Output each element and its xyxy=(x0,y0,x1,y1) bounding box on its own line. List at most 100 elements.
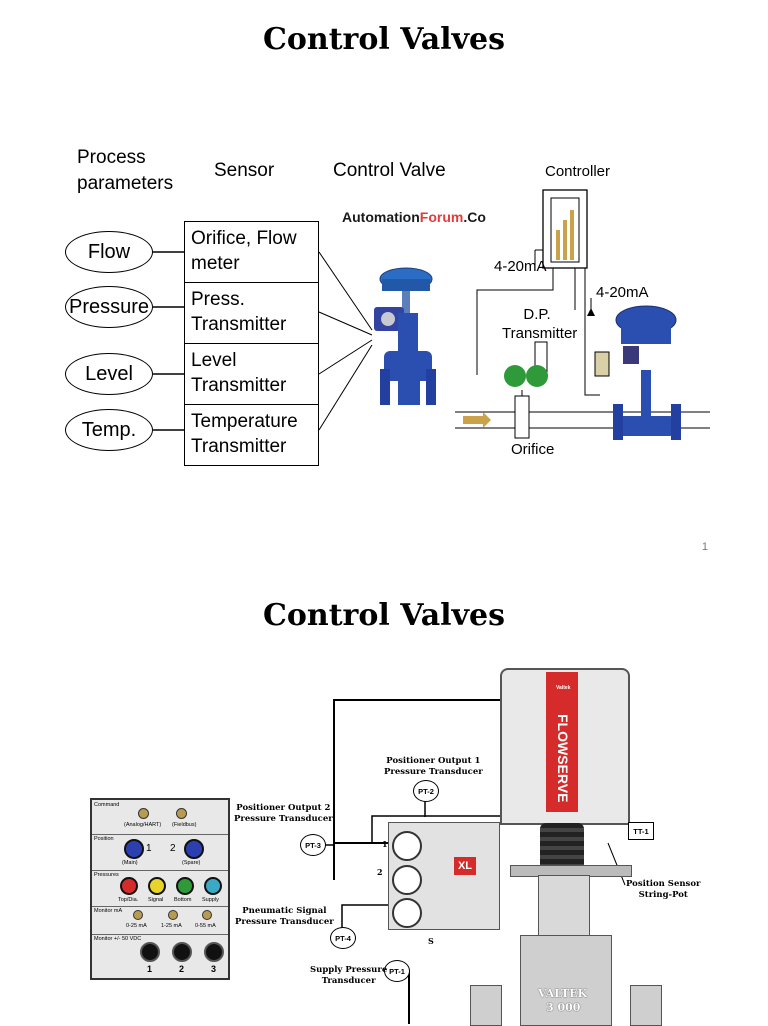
jack-icon xyxy=(168,910,178,920)
flowserve-band xyxy=(546,672,578,812)
row-label: Command xyxy=(94,802,120,808)
flange-right xyxy=(630,985,662,1026)
panel-row-position: Position 1 2 (Main) (Spare) xyxy=(92,834,228,871)
caption-pt4: Pneumatic Signal Pressure Transducer xyxy=(235,906,334,928)
jack-number: 2 xyxy=(179,964,185,974)
row-label: Pressures xyxy=(94,872,119,878)
bellows xyxy=(540,823,584,873)
jack-icon xyxy=(133,910,143,920)
label-signal-left: 4-20mA xyxy=(494,258,547,275)
caption-line: Position Sensor xyxy=(626,879,701,889)
control-valve-image xyxy=(374,267,436,405)
header-control-valve: Control Valve xyxy=(333,160,446,181)
option-label: Supply xyxy=(202,897,219,903)
valve-size-label: 3 000 xyxy=(546,1001,581,1014)
header-process-parameters: Process parameters xyxy=(77,145,173,197)
caption-pt2: Positioner Output 1 Pressure Transducer xyxy=(384,756,483,778)
caption-pt1: Supply Pressure Transducer xyxy=(310,965,387,987)
sensor-line: meter xyxy=(191,253,240,274)
jack-icon xyxy=(138,808,149,819)
page-number: 1 xyxy=(701,541,708,553)
jack-icon xyxy=(204,942,224,962)
option-label: 0-55 mA xyxy=(195,923,216,929)
control-loop-diagram xyxy=(455,189,710,440)
param-flow: Flow xyxy=(65,231,153,273)
jack-icon xyxy=(176,808,187,819)
connector-lines xyxy=(153,251,373,431)
caption-line: String-Pot xyxy=(638,890,688,900)
option-label: (Fieldbus) xyxy=(172,822,197,828)
bonnet xyxy=(538,875,590,937)
label-line: D.P. xyxy=(523,306,551,323)
panel-row-command: Command (Analog/HART) (Fieldbus) xyxy=(92,800,228,835)
sensor-line: Level xyxy=(191,350,237,371)
valve-body xyxy=(520,935,612,1026)
jack-icon xyxy=(202,910,212,920)
tag-tt1: TT-1 xyxy=(628,822,654,840)
caption-line: Pneumatic Signal xyxy=(242,906,327,916)
sensor-pressure: Press. Transmitter xyxy=(184,282,319,344)
caption-line: Pressure Transducer xyxy=(235,917,334,927)
tag-pt1: PT-1 xyxy=(384,960,410,982)
option-label: Top/Dia. xyxy=(118,897,139,903)
jack-number: 2 xyxy=(170,843,176,854)
valve-body-label: VALTEK xyxy=(538,987,588,1000)
caption-line: Supply Pressure xyxy=(310,965,388,975)
actuator-brand: Valtek xyxy=(556,685,571,691)
option-label: Bottom xyxy=(174,897,192,903)
label-dp-transmitter: D.P. Transmitter xyxy=(502,305,578,343)
instrument-panel: Command (Analog/HART) (Fieldbus) Positio… xyxy=(90,798,230,980)
jack-icon xyxy=(204,877,222,895)
label-controller: Controller xyxy=(545,163,611,180)
port-label-s: S xyxy=(428,936,434,946)
positioner-logo: XL xyxy=(454,857,476,875)
caption-line: Pressure Transducer xyxy=(234,814,333,824)
header-line: Process xyxy=(77,147,146,168)
jack-icon xyxy=(120,877,138,895)
param-pressure: Pressure xyxy=(65,286,153,328)
option-label: 1-25 mA xyxy=(161,923,182,929)
caption-line: Transducer xyxy=(321,976,376,986)
panel-row-monitor-ma: Monitor mA 0-25 mA 1-25 mA 0-55 mA xyxy=(92,906,228,935)
label-line: Transmitter xyxy=(502,325,578,342)
panel-row-pressures: Pressures Top/Dia. Signal Bottom Supply xyxy=(92,870,228,907)
row-label: Monitor mA xyxy=(94,908,123,914)
jack-number: 1 xyxy=(146,843,152,854)
tag-pt2: PT-2 xyxy=(413,780,439,802)
caption-pt3: Positioner Output 2 Pressure Transducer xyxy=(234,803,333,825)
panel-row-monitor-vdc: Monitor +/- 50 VDC 1 2 3 xyxy=(92,934,228,978)
sensor-temperature: Temperature Transmitter xyxy=(184,404,319,466)
gauge-icon xyxy=(392,898,422,928)
row-label: Monitor +/- 50 VDC xyxy=(94,936,142,942)
port-label-2: 2 xyxy=(377,867,383,877)
header-sensor: Sensor xyxy=(214,160,275,181)
tag-pt4: PT-4 xyxy=(330,927,356,949)
label-orifice: Orifice xyxy=(511,441,555,458)
jack-icon xyxy=(148,877,166,895)
caption-line: Pressure Transducer xyxy=(384,767,483,777)
gauge-icon xyxy=(392,865,422,895)
brand-part: Automation xyxy=(342,209,420,225)
caption-position-sensor: Position Sensor String-Pot xyxy=(626,879,700,901)
piping-lines xyxy=(322,699,626,1024)
jack-icon xyxy=(172,942,192,962)
sensor-line: Temperature xyxy=(191,411,298,432)
slide-1: Control Valves Process parameters Sensor… xyxy=(65,22,710,553)
option-label: Signal xyxy=(148,897,164,903)
sensor-line: Transmitter xyxy=(191,375,287,396)
option-label: (Analog/HART) xyxy=(124,822,162,828)
sensor-line: Transmitter xyxy=(191,314,287,335)
slide-title: Control Valves xyxy=(263,22,505,57)
caption-line: Positioner Output 1 xyxy=(386,756,481,766)
header-line: parameters xyxy=(77,173,174,194)
sensor-line: Orifice, Flow xyxy=(191,228,297,249)
slide-2: Control Valves Valtek FLOWSERVE VALTEK 3… xyxy=(0,575,768,1026)
brand-part: Forum xyxy=(419,209,464,225)
jack-icon xyxy=(184,839,204,859)
option-label: (Spare) xyxy=(182,860,201,866)
param-temp: Temp. xyxy=(65,409,153,451)
row-label: Position xyxy=(94,836,114,842)
sensor-line: Transmitter xyxy=(191,436,287,457)
sensor-orifice: Orifice, Flow meter xyxy=(184,221,319,283)
jack-number: 3 xyxy=(211,964,217,974)
